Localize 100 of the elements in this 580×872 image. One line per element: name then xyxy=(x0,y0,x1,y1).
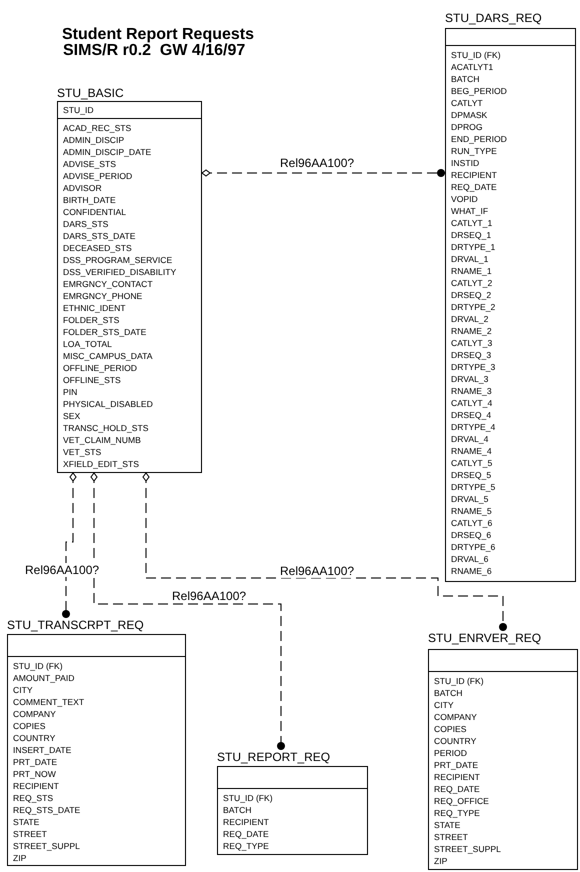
column-name: ACAD_REC_STS xyxy=(62,122,132,134)
column-name: DRTYPE_4 xyxy=(450,421,496,433)
column-name: DRVAL_2 xyxy=(450,313,488,325)
column-name: COPIES xyxy=(433,723,466,735)
column-name: SEX xyxy=(62,410,80,422)
relationship-label: Rel96AA100? xyxy=(25,563,100,577)
column-name: RNAME_5 xyxy=(450,505,492,517)
column-name: OFFLINE_PERIOD xyxy=(62,362,138,374)
column-name: WHAT_IF xyxy=(450,205,488,217)
column-name: REQ_DATE xyxy=(433,783,480,795)
column-name: DRVAL_6 xyxy=(450,553,488,565)
column-name: STREET_SUPPL xyxy=(433,843,501,855)
column-name: PIN xyxy=(62,386,78,398)
column-name: END_PERIOD xyxy=(450,133,507,145)
column-name: STREET xyxy=(433,831,468,843)
column-name: COMMENT_TEXT xyxy=(12,696,84,708)
column-name: REQ_DATE xyxy=(222,828,269,840)
column-name: CITY xyxy=(433,699,454,711)
column-name: MISC_CAMPUS_DATA xyxy=(62,350,152,362)
column-name: RECIPIENT xyxy=(433,771,480,783)
column-name: STU_ID (FK) xyxy=(222,792,273,804)
column-name: EMRGNCY_CONTACT xyxy=(62,278,153,290)
column-name: FOLDER_STS_DATE xyxy=(62,326,146,338)
entity-name: STU_REPORT_REQ xyxy=(217,750,330,764)
relationship-label: Rel96AA100? xyxy=(280,156,354,170)
column-name: REQ_OFFICE xyxy=(433,795,489,807)
column-name: VET_STS xyxy=(62,446,102,458)
entity-name: STU_DARS_REQ xyxy=(445,11,542,25)
primary-key-section xyxy=(217,766,368,789)
column-name: COMPANY xyxy=(433,711,477,723)
relationship-label: Rel96AA100? xyxy=(280,564,354,578)
column-name: DRTYPE_6 xyxy=(450,541,496,553)
column-name: RECIPIENT xyxy=(222,816,269,828)
primary-key-section xyxy=(428,649,578,672)
column-name: DRTYPE_1 xyxy=(450,241,496,253)
entity-name: STU_TRANSCRPT_REQ xyxy=(7,618,144,632)
entity-name: STU_ENRVER_REQ xyxy=(428,631,542,645)
column-name: VET_CLAIM_NUMB xyxy=(62,434,141,446)
column-name: ADMIN_DISCIP xyxy=(62,134,124,146)
diagram-title: Student Report Requests xyxy=(62,27,254,43)
column-name: CATLYT_6 xyxy=(450,517,492,529)
column-name: RNAME_4 xyxy=(450,445,492,457)
column-name: DRTYPE_2 xyxy=(450,301,496,313)
column-name: DARS_STS_DATE xyxy=(62,230,136,242)
column-name: BEG_PERIOD xyxy=(450,85,507,97)
column-name: CONFIDENTIAL xyxy=(62,206,126,218)
relationship-line xyxy=(90,472,285,750)
primary-key-section xyxy=(7,634,186,657)
column-name: DPROG xyxy=(450,121,483,133)
column-name: PRT_NOW xyxy=(12,768,56,780)
column-name: CATLYT_2 xyxy=(450,277,492,289)
column-name: DRSEQ_3 xyxy=(450,349,492,361)
column-name: COMPANY xyxy=(12,708,56,720)
column-name: EMRGNCY_PHONE xyxy=(62,290,142,302)
relationship-line xyxy=(202,169,446,177)
column-name: OFFLINE_STS xyxy=(62,374,121,386)
attribute-section xyxy=(428,671,578,870)
column-name: DSS_PROGRAM_SERVICE xyxy=(62,254,172,266)
column-name: STATE xyxy=(433,819,460,831)
column-name: DRSEQ_4 xyxy=(450,409,492,421)
column-name: ADVISE_STS xyxy=(62,158,116,170)
key-column-name: STU_ID xyxy=(62,104,94,116)
column-name: LOA_TOTAL xyxy=(62,338,112,350)
attribute-section xyxy=(445,45,576,582)
column-name: RUN_TYPE xyxy=(450,145,497,157)
column-name: PERIOD xyxy=(433,747,467,759)
column-name: STATE xyxy=(12,816,40,828)
column-name: DRVAL_3 xyxy=(450,373,488,385)
relationship-line xyxy=(142,472,507,632)
column-name: DRSEQ_5 xyxy=(450,469,492,481)
diagram-subtitle: SIMS/R r0.2 GW 4/16/97 xyxy=(63,43,246,59)
column-name: COUNTRY xyxy=(433,735,476,747)
column-name: REQ_STS xyxy=(12,792,54,804)
column-name: BATCH xyxy=(222,804,252,816)
column-name: ADVISE_PERIOD xyxy=(62,170,132,182)
column-name: STU_ID (FK) xyxy=(433,675,484,687)
column-name: CATLYT_3 xyxy=(450,337,492,349)
column-name: CITY xyxy=(12,684,33,696)
primary-key-section xyxy=(57,101,202,119)
column-name: PHYSICAL_DISABLED xyxy=(62,398,153,410)
column-name: DRSEQ_1 xyxy=(450,229,492,241)
column-name: RECIPIENT xyxy=(12,780,59,792)
column-name: RECIPIENT xyxy=(450,169,497,181)
relationship-label: Rel96AA100? xyxy=(172,589,246,603)
column-name: CATLYT_4 xyxy=(450,397,492,409)
column-name: DRSEQ_2 xyxy=(450,289,492,301)
column-name: STU_ID (FK) xyxy=(12,660,63,672)
column-name: CATLYT_1 xyxy=(450,217,492,229)
column-name: RNAME_6 xyxy=(450,565,492,577)
primary-key-section xyxy=(445,28,576,46)
column-name: CATLYT xyxy=(450,97,483,109)
column-name: BATCH xyxy=(433,687,462,699)
column-name: AMOUNT_PAID xyxy=(12,672,74,684)
column-name: ETHNIC_IDENT xyxy=(62,302,126,314)
column-name: INSTID xyxy=(450,157,480,169)
column-name: DPMASK xyxy=(450,109,488,121)
column-name: DRTYPE_5 xyxy=(450,481,496,493)
column-name: INSERT_DATE xyxy=(12,744,72,756)
column-name: DARS_STS xyxy=(62,218,108,230)
column-name: STREET_SUPPL xyxy=(12,840,80,852)
